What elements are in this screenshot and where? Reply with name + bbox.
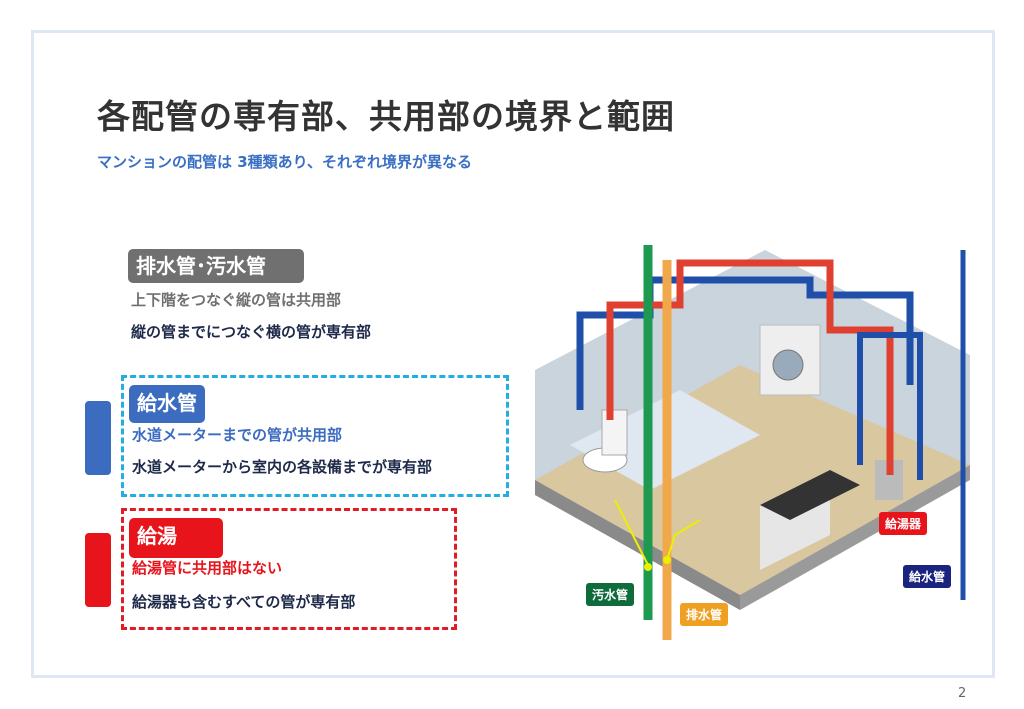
drain-pipe-label: 排水管 bbox=[680, 603, 729, 626]
piping-illustration bbox=[535, 245, 970, 640]
water-pipe-label: 給水管 bbox=[903, 565, 952, 588]
page-number: 2 bbox=[958, 686, 967, 701]
drain-common-text: 上下階をつなぐ縦の管は共用部 bbox=[131, 291, 342, 309]
slide-subtitle: マンションの配管は 3種類あり、それぞれ境界が異なる bbox=[97, 153, 473, 171]
water-private-text: 水道メーターから室内の各設備までが専有部 bbox=[132, 458, 433, 476]
sewage-pipe-label: 汚水管 bbox=[586, 583, 635, 606]
water-heater-label: 給湯器 bbox=[879, 512, 928, 535]
hotwater-private-text: 給湯器も含むすべての管が専有部 bbox=[132, 593, 356, 611]
slide-frame bbox=[31, 30, 995, 678]
drain-pipe-tag: 排水管･汚水管 bbox=[128, 249, 304, 283]
water-common-text: 水道メーターまでの管が共用部 bbox=[132, 426, 343, 444]
water-pipe-tag: 給水管 bbox=[129, 385, 205, 423]
water-section-box bbox=[121, 375, 509, 497]
hotwater-common-text: 給湯管に共用部はない bbox=[132, 559, 283, 577]
hotwater-tag: 給湯 bbox=[129, 518, 223, 558]
water-side-tab bbox=[85, 401, 111, 475]
drain-private-text: 縦の管までにつなぐ横の管が専有部 bbox=[131, 323, 372, 341]
slide-title: 各配管の専有部、共用部の境界と範囲 bbox=[97, 97, 675, 136]
hotwater-side-tab bbox=[85, 533, 111, 607]
hotwater-section-box bbox=[121, 508, 457, 630]
